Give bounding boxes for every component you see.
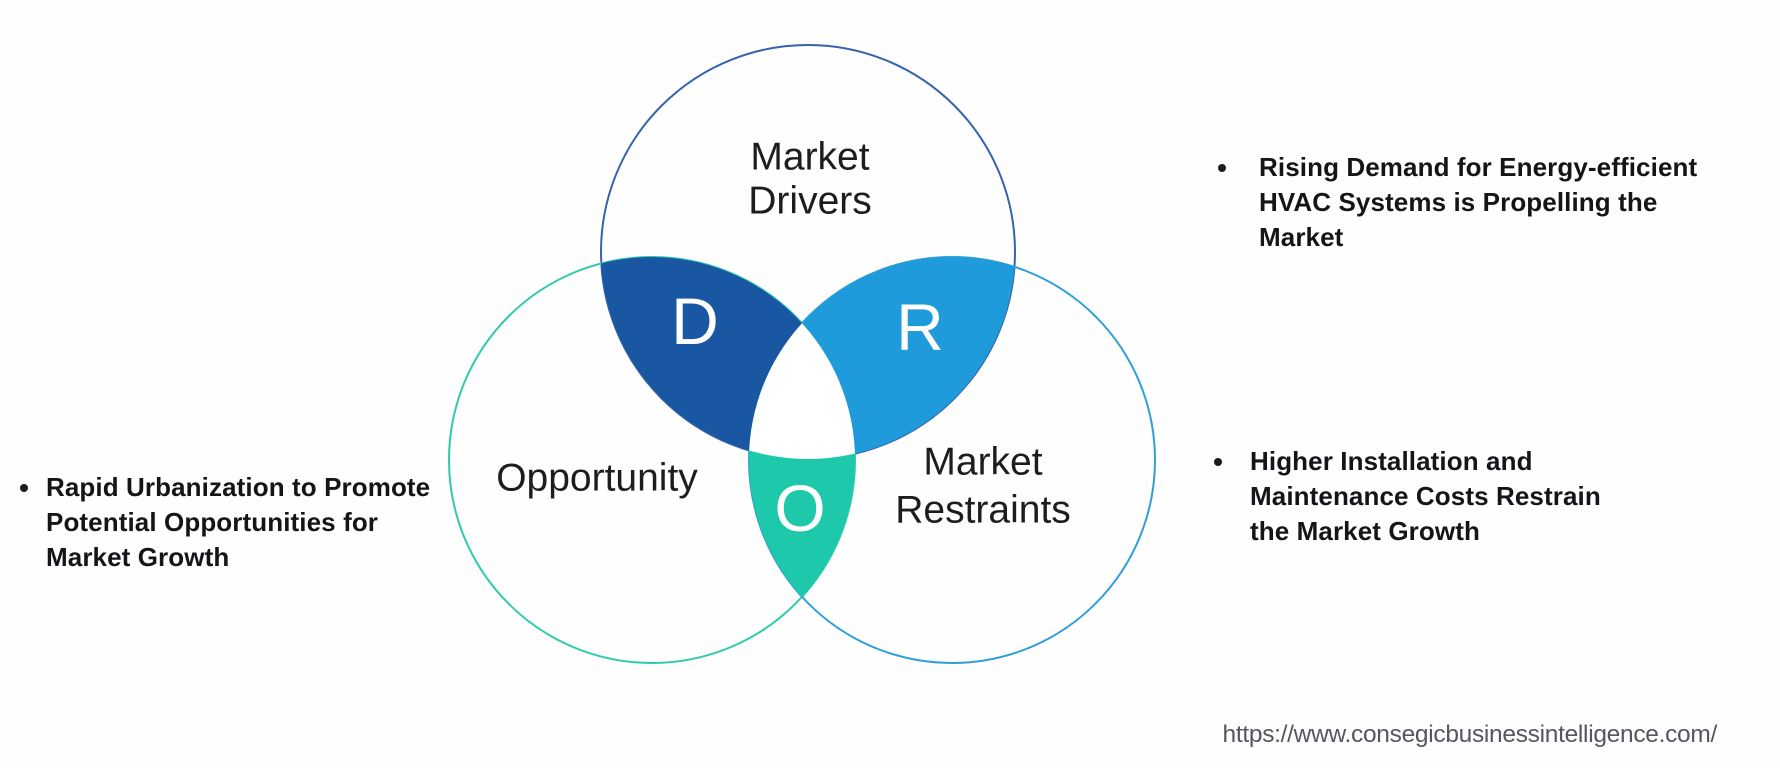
- bullet-line: Potential Opportunities for: [46, 507, 379, 537]
- restraints-intersection-lens: [749, 257, 1015, 459]
- bullet-dot: [1218, 164, 1226, 172]
- bullet-dot: [20, 484, 28, 492]
- bullet-line: the Market Growth: [1250, 516, 1480, 546]
- restraints-letter: R: [896, 290, 944, 364]
- bullet-line: Rapid Urbanization to Promote: [46, 472, 431, 502]
- drivers-letter: D: [671, 284, 719, 358]
- opportunity-letter: O: [774, 471, 825, 545]
- bullet-line: Market: [1259, 222, 1344, 252]
- opportunity-label: Opportunity: [496, 457, 698, 500]
- drivers-bullet-text: Rising Demand for Energy-efficient HVAC …: [1259, 150, 1697, 255]
- bullet-line: Maintenance Costs Restrain: [1250, 481, 1601, 511]
- restraints-label-line2: Restraints: [895, 489, 1071, 532]
- restraints-bullet: Higher Installation and Maintenance Cost…: [1214, 444, 1601, 549]
- restraints-label-line1: Market: [923, 441, 1042, 484]
- bullet-line: Market Growth: [46, 542, 230, 572]
- drivers-label-line1: Market: [750, 136, 869, 179]
- bullet-line: HVAC Systems is Propelling the: [1259, 187, 1658, 217]
- bullet-line: Rising Demand for Energy-efficient: [1259, 152, 1698, 182]
- drivers-label-line2: Drivers: [748, 180, 872, 223]
- bullet-line: Higher Installation and: [1250, 446, 1533, 476]
- drivers-bullet: Rising Demand for Energy-efficient HVAC …: [1218, 150, 1697, 255]
- source-url: https://www.consegicbusinessintelligence…: [1222, 721, 1718, 748]
- opportunity-bullet-text: Rapid Urbanization to Promote Potential …: [46, 470, 430, 575]
- bullet-dot: [1214, 458, 1222, 466]
- drivers-intersection-lens: [601, 257, 855, 459]
- opportunity-bullet: Rapid Urbanization to Promote Potential …: [20, 470, 430, 575]
- restraints-bullet-text: Higher Installation and Maintenance Cost…: [1250, 444, 1601, 549]
